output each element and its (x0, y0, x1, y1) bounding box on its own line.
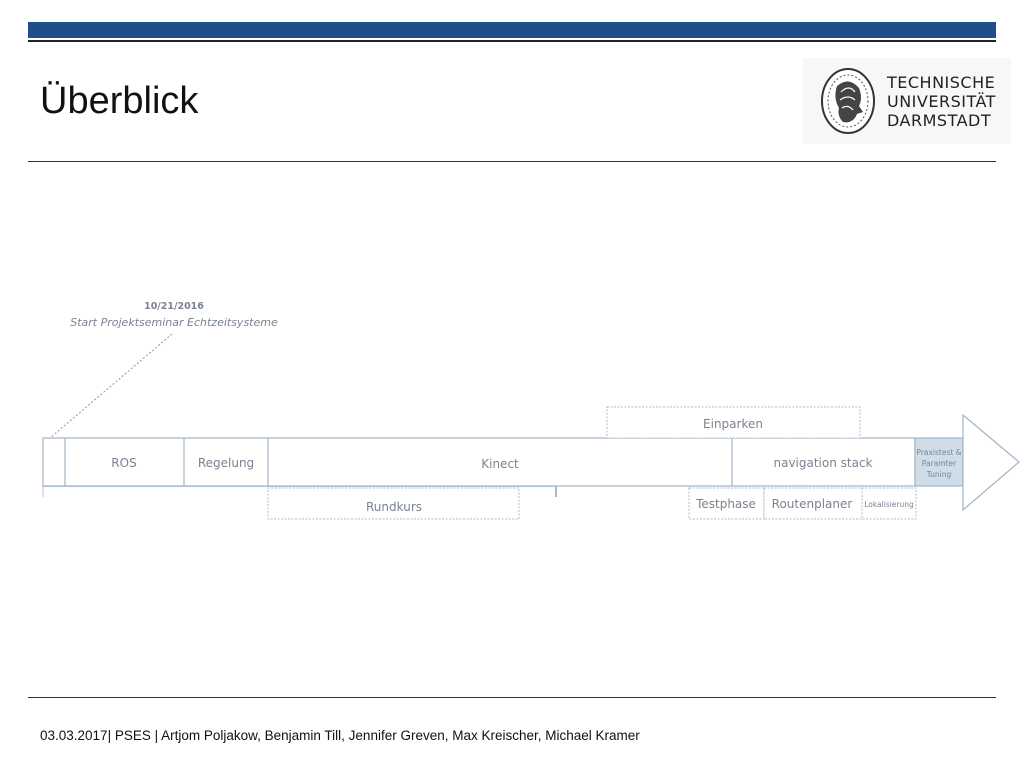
milestone-leader-line (49, 333, 173, 439)
task-lokalisierung: Lokalisierung (864, 500, 914, 509)
header-rule (28, 161, 996, 162)
task-routenplaner: Routenplaner (772, 497, 853, 511)
slide-footer: 03.03.2017| PSES | Artjom Poljakow, Benj… (40, 728, 640, 743)
logo-wordmark: TECHNISCHE UNIVERSITÄT DARMSTADT (887, 73, 996, 130)
logo-line-2: UNIVERSITÄT (887, 92, 996, 111)
top-accent-bar (28, 22, 996, 38)
task-einparken: Einparken (703, 417, 763, 431)
phase-ros: ROS (111, 456, 136, 470)
footer-rule (28, 697, 996, 698)
milestone-date: 10/21/2016 (144, 301, 204, 312)
phase-kinect: Kinect (481, 457, 519, 471)
final-phase-box (914, 437, 964, 487)
final-phase-line-1: Praxistest & (916, 448, 961, 457)
slide-title: Überblick (40, 80, 199, 122)
athena-seal-icon (821, 68, 875, 134)
top-rule (28, 40, 996, 42)
timeline-main-band (42, 437, 916, 487)
logo-line-1: TECHNISCHE (887, 73, 996, 92)
task-rundkurs: Rundkurs (366, 500, 422, 514)
university-logo: TECHNISCHE UNIVERSITÄT DARMSTADT (803, 58, 1011, 144)
task-lokalisierung-box (861, 487, 917, 520)
task-testphase-box (688, 487, 765, 520)
timeline-arrow-head (962, 413, 1020, 512)
final-phase-line-2: Paramter (922, 459, 957, 468)
phase-regelung: Regelung (198, 456, 254, 470)
phase-navigation-stack: navigation stack (773, 456, 872, 470)
milestone-label: Start Projektseminar Echtzeitsysteme (70, 316, 278, 329)
task-rundkurs-box (267, 487, 520, 520)
logo-line-3: DARMSTADT (887, 111, 992, 130)
task-einparken-box (606, 406, 861, 439)
task-testphase: Testphase (695, 497, 756, 511)
final-phase-line-3: Tuning (926, 470, 952, 479)
task-routenplaner-box (763, 487, 863, 520)
